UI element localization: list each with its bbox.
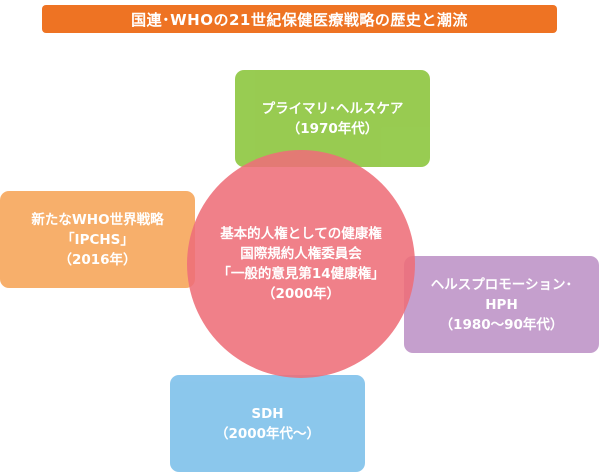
health-promotion-box: ヘルスプロモーション･ HPH （1980～90年代） bbox=[404, 256, 599, 353]
ipchs-box: 新たなWHO世界戦略 「IPCHS」 （2016年） bbox=[0, 191, 195, 288]
diagram-title: 国連･WHOの21世紀保健医療戦略の歴史と潮流 bbox=[131, 10, 468, 29]
health-promotion-period: （1980～90年代） bbox=[439, 316, 564, 333]
ipchs-acronym: 「IPCHS」 bbox=[61, 231, 134, 248]
ipchs-label: 新たなWHO世界戦略 bbox=[31, 211, 164, 228]
center-line-1: 基本的人権としての健康権 bbox=[220, 226, 382, 242]
primary-health-care-box: プライマリ･ヘルスケア （1970年代） bbox=[235, 70, 430, 167]
center-line-4: （2000年） bbox=[261, 286, 341, 302]
primary-health-care-label: プライマリ･ヘルスケア bbox=[261, 100, 404, 117]
center-line-2: 国際規約人権委員会 bbox=[240, 246, 362, 262]
ipchs-period: （2016年） bbox=[58, 251, 137, 268]
title-banner: 国連･WHOの21世紀保健医療戦略の歴史と潮流 bbox=[42, 5, 557, 33]
health-promotion-label: ヘルスプロモーション･ bbox=[430, 276, 573, 293]
primary-health-care-period: （1970年代） bbox=[286, 120, 379, 137]
health-promotion-hph: HPH bbox=[485, 296, 518, 313]
sdh-period: （2000年代～） bbox=[214, 425, 321, 442]
sdh-label: SDH bbox=[251, 405, 284, 422]
sdh-box: SDH （2000年代～） bbox=[170, 375, 365, 472]
center-line-3: 「一般的意見第14健康権」 bbox=[217, 266, 385, 282]
center-circle: 基本的人権としての健康権 国際規約人権委員会 「一般的意見第14健康権」 （20… bbox=[187, 150, 415, 378]
